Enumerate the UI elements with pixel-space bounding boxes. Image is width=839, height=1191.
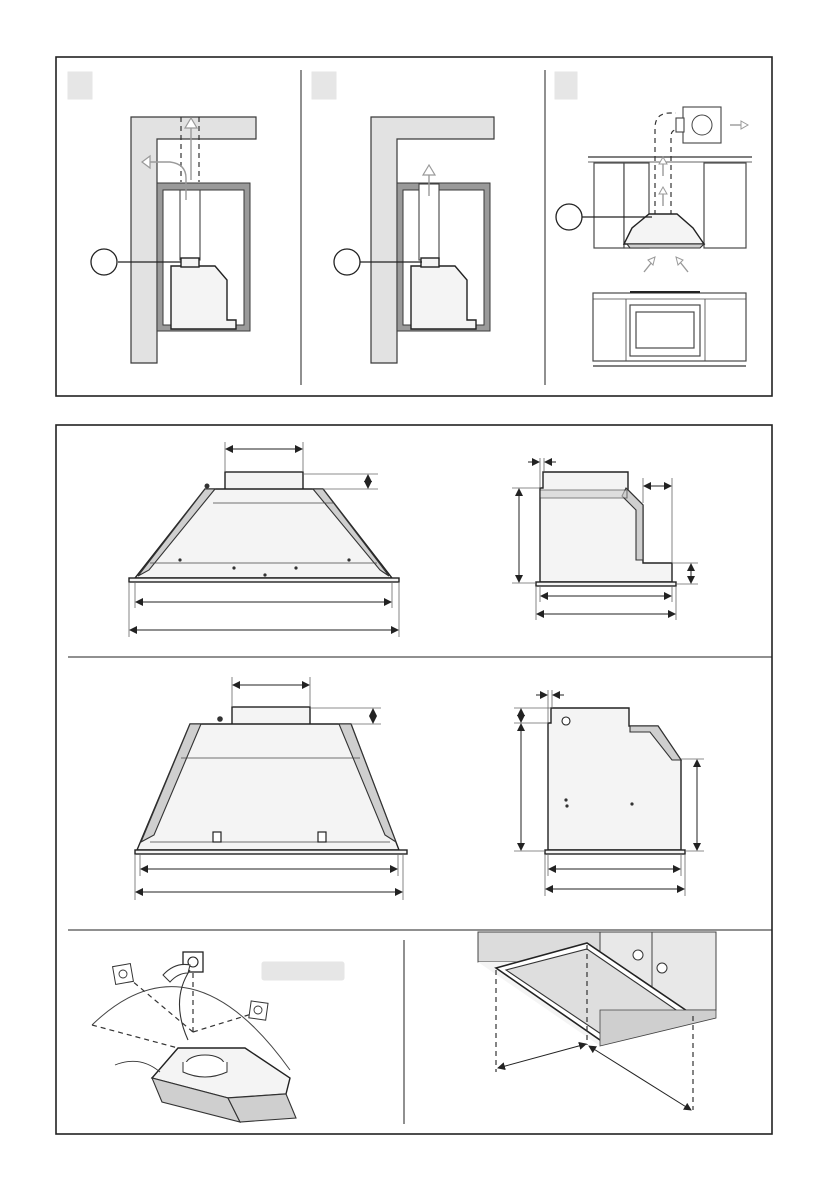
dim-cutout-width (589, 1046, 691, 1110)
airflow-arrowhead-1-icon (659, 187, 667, 194)
socket-right-outlet-icon (254, 1006, 262, 1014)
callout-circle (91, 249, 117, 275)
scene-recirculation-through-cabinet (68, 72, 256, 363)
screw (263, 573, 266, 576)
filter-latch-right-icon (318, 832, 326, 842)
dim-cutout-depth (498, 1044, 586, 1068)
screw (630, 802, 633, 805)
view-mounting-template (92, 952, 344, 1122)
cabinet-hole-1 (633, 950, 643, 960)
cable-grommet-icon (562, 717, 570, 725)
hood-side-flange (536, 582, 676, 586)
hood-side-body (548, 708, 681, 850)
vent-connector (676, 118, 684, 132)
hood-collar (421, 258, 439, 267)
hood-collar (225, 472, 303, 490)
exhaust-arrowhead-icon (741, 121, 748, 129)
scene-ducted-extraction (555, 72, 752, 366)
option-badge (262, 962, 344, 980)
ducting-dashed-right (671, 130, 676, 215)
hood-collar (181, 258, 199, 267)
screw (294, 566, 297, 569)
hood-flange (135, 850, 407, 854)
hood-body (137, 724, 399, 850)
hood-bottom (627, 244, 704, 248)
airflow-arrowhead-up-icon (423, 165, 435, 175)
view-cabinet-cutout (478, 932, 716, 1110)
screw (565, 804, 568, 807)
vent-fan-icon (692, 115, 712, 135)
view-hood-small-front (129, 442, 399, 637)
upper-cabinet-right (704, 163, 746, 248)
socket-left-outlet-icon (119, 970, 127, 978)
airflow-arrowhead-2-icon (659, 157, 667, 164)
cabinet-front-edge (600, 1010, 716, 1046)
hood-pin (205, 484, 210, 489)
dimensions-panel (56, 425, 772, 1134)
power-cable (179, 970, 190, 1040)
hand-support-icon (115, 1061, 160, 1072)
view-hood-large-side (514, 690, 704, 896)
vent-duct (180, 190, 200, 260)
hood-duct-collar (183, 1062, 227, 1077)
hood-body (171, 266, 236, 329)
hood-side-top-shade (540, 490, 627, 498)
intake-arrow-right-icon (680, 262, 688, 272)
installation-modes-panel (56, 57, 772, 396)
screw (564, 798, 567, 801)
hood-collar (232, 707, 310, 725)
scene-badge (312, 72, 336, 99)
hood-side-body (540, 472, 672, 582)
upper-cabinet-left (594, 163, 624, 248)
screw (347, 558, 350, 561)
screw (178, 558, 181, 561)
filter-latch-left-icon (213, 832, 221, 842)
hood-body (411, 266, 476, 329)
intake-arrowhead-left-icon (648, 257, 655, 265)
scene-badge (555, 72, 577, 99)
callout-circle (556, 204, 582, 230)
cabinet-hole-2 (657, 963, 667, 973)
callout-circle (334, 249, 360, 275)
hood-pin (217, 716, 223, 722)
hood-flange (129, 578, 399, 582)
hood-side-face (228, 1094, 296, 1122)
hood-side-flange (545, 850, 685, 854)
oven-window (636, 312, 694, 348)
screw (232, 566, 235, 569)
scene-recirculation-direct (312, 72, 494, 363)
scene-badge (68, 72, 92, 99)
hand-icon (163, 964, 190, 982)
view-hood-large-front (135, 677, 407, 900)
view-hood-small-side (512, 458, 698, 620)
